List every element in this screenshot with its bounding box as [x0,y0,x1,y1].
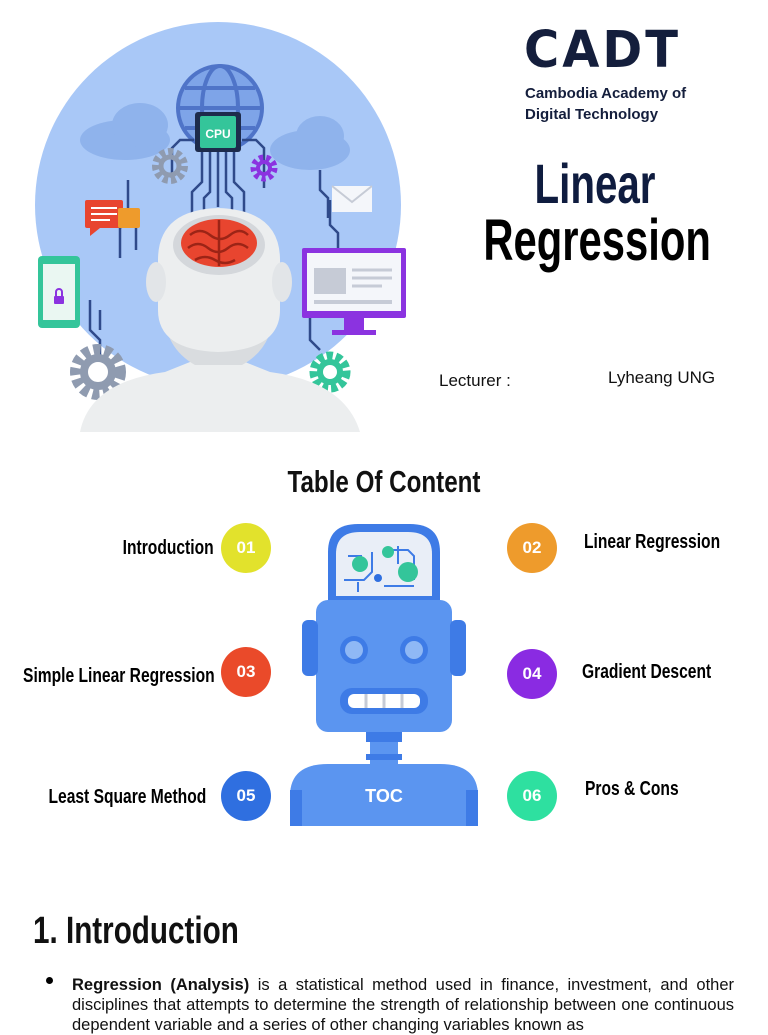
toc-item-label-01[interactable]: Introduction [123,537,214,559]
lecturer-label: Lecturer : [439,371,511,390]
cpu-chip-label: CPU [205,127,230,141]
toc-item-badge-02[interactable]: 02 [507,523,557,573]
robot-body [290,764,478,826]
lecturer-name: Lyheang UNG [608,368,716,387]
cloud-icon [80,103,350,170]
institution-name-line-1: Cambodia Academy of [525,85,687,102]
toc-item-badge-03[interactable]: 03 [221,647,271,697]
cadt-logo: CADT [524,20,681,80]
toc-item-label-03[interactable]: Simple Linear Regression [23,665,215,687]
phone-icon [38,256,80,328]
document-title-line-2: Regression [483,208,711,273]
introduction-paragraph: Regression (Analysis) is a statistical m… [72,975,734,1035]
envelope-icon [331,185,373,212]
gear-icon-robot [352,546,418,582]
document-title-line-1: Linear [534,152,656,215]
toc-item-badge-05[interactable]: 05 [221,771,271,821]
hero-illustration: CPU [35,22,406,432]
toc-item-badge-01[interactable]: 01 [221,523,271,573]
toc-item-label-02[interactable]: Linear Regression [584,531,721,553]
toc-item-label-06[interactable]: Pros & Cons [585,778,679,800]
circuit-lines [88,138,340,355]
institution-name-line-2: Digital Technology [525,106,659,123]
toc-item-label-05[interactable]: Least Square Method [48,786,206,808]
section-heading-introduction: 1. Introduction [33,910,239,952]
monitor-icon [302,248,406,335]
toc-item-badge-06[interactable]: 06 [507,771,557,821]
cpu-chip-icon: CPU [195,112,241,152]
robot-label: TOC [365,786,403,806]
gear-icon-gray [152,148,188,184]
bullet-bold-term: Regression (Analysis) [72,976,250,994]
toc-heading: Table Of Content [287,464,481,499]
gear-icon-gray-large [70,344,126,400]
brain-icon [181,219,257,267]
toc-item-label-04[interactable]: Gradient Descent [582,661,712,683]
gear-icon-green [309,351,351,393]
gear-icon-purple [250,154,278,182]
chat-bubble-icon [85,200,140,236]
toc-item-badge-04[interactable]: 04 [507,649,557,699]
robot-brain-dome [328,524,440,600]
robot-illustration: TOC [290,524,478,826]
bullet-point [46,977,53,984]
